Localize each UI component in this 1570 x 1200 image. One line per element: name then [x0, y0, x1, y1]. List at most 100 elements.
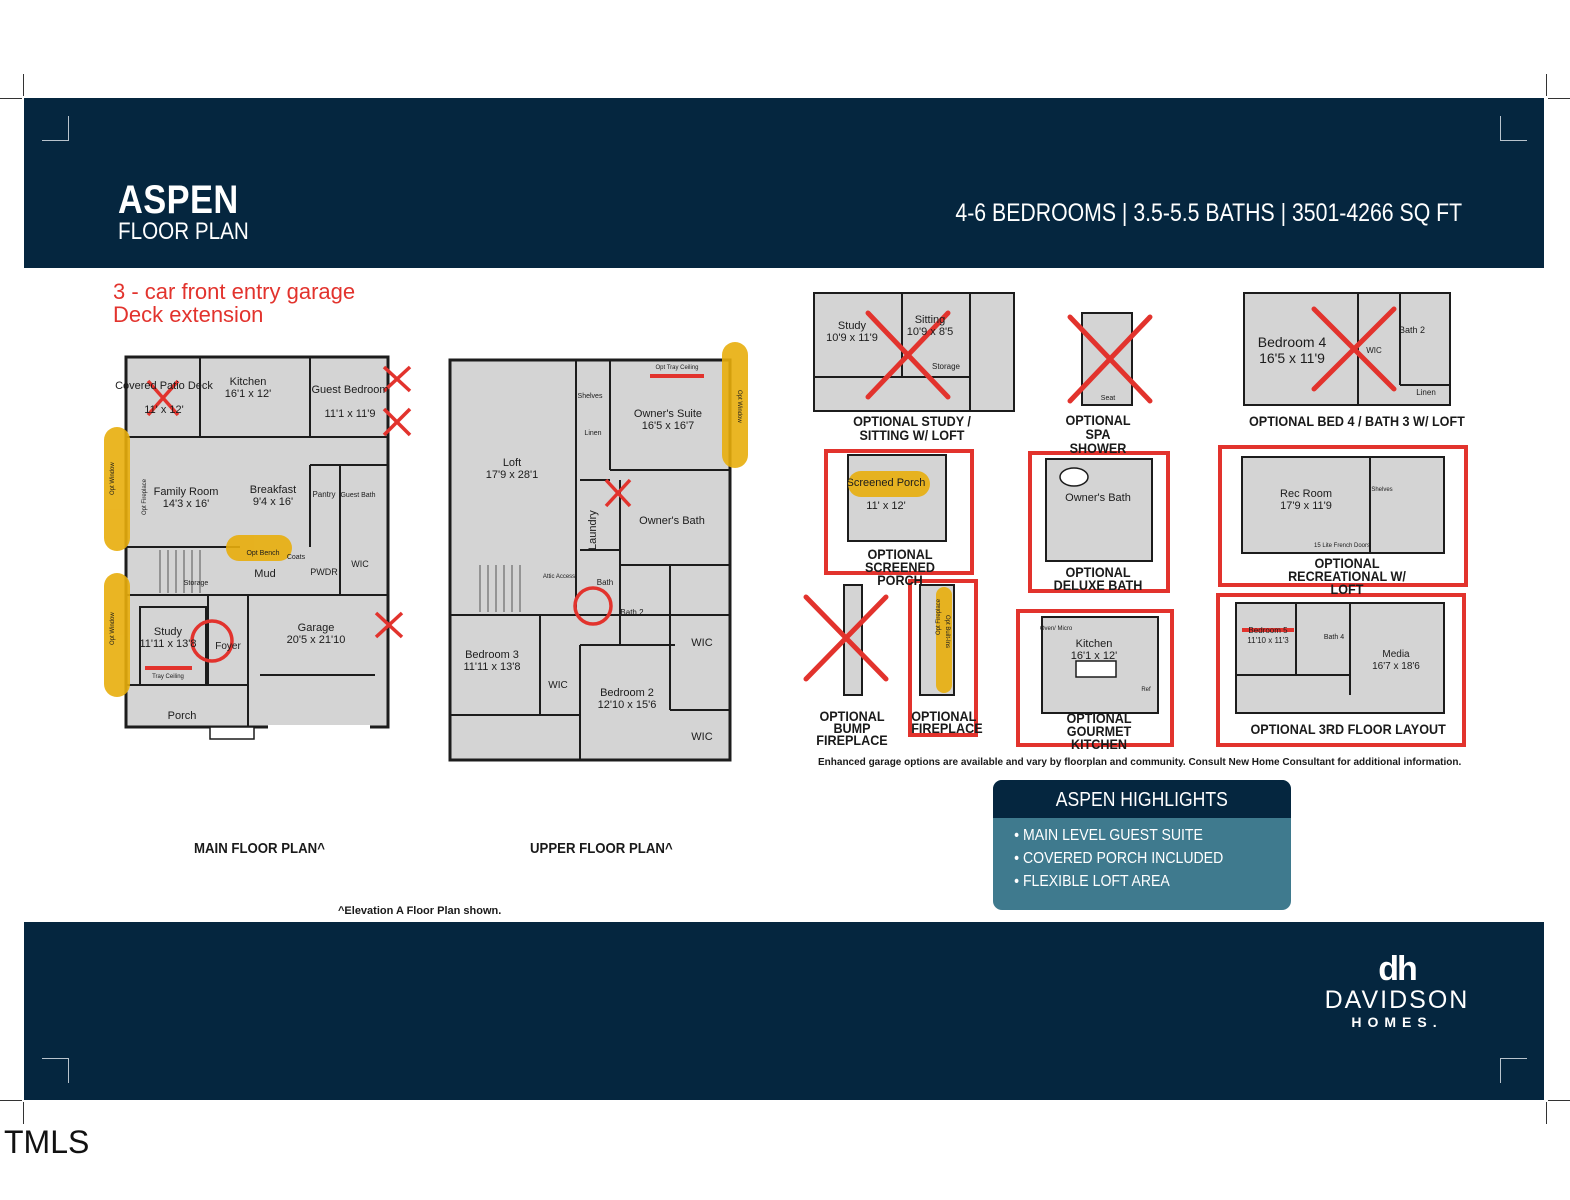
caption-study-sitting: OPTIONAL STUDY / SITTING W/ LOFT	[853, 413, 971, 443]
crop-mark	[23, 1102, 24, 1124]
room-study-dim: 11'11 x 13'8	[139, 638, 196, 650]
opt-french-doors: 15 Lite French Doors	[1314, 543, 1370, 549]
caption-third-floor: OPTIONAL 3RD FLOOR LAYOUT	[1250, 721, 1446, 737]
room-covered-patio: Covered Patio Deck	[115, 380, 213, 392]
elevation-note: ^Elevation A Floor Plan shown.	[338, 905, 502, 917]
opt-kitchen-dim: 16'1 x 12'	[1071, 650, 1117, 662]
room-mud: Mud	[254, 568, 275, 580]
room-coats: Coats	[287, 554, 306, 561]
room-pantry: Pantry	[312, 490, 335, 499]
opt-bath4: Bath 4	[1324, 634, 1344, 641]
room-guest-bath: Guest Bath	[340, 492, 375, 499]
caption-gourmet-kitchen: OPTIONAL GOURMET KITCHEN	[1066, 710, 1132, 752]
room-wic: WIC	[691, 637, 712, 649]
logo-mark: dh	[1378, 950, 1418, 988]
room-foyer: Foyer	[215, 641, 241, 652]
room-owners-bath: Owner's Bath	[639, 515, 705, 527]
highlights-box: ASPEN HIGHLIGHTS • MAIN LEVEL GUEST SUIT…	[993, 780, 1291, 910]
opt-rec-room-dim: 17'9 x 11'9	[1280, 500, 1332, 512]
caption-bump-fireplace: OPTIONAL BUMP FIREPLACE	[816, 708, 888, 748]
room-garage-dim: 20'5 x 21'10	[287, 634, 346, 646]
logo-sub: HOMES.	[1351, 1014, 1443, 1030]
crop-mark	[1548, 1100, 1570, 1101]
caption-deluxe-bath: OPTIONAL DELUXE BATH	[1053, 564, 1143, 593]
room-study: Study	[154, 626, 183, 638]
room-attic-access: Attic Access	[543, 574, 575, 580]
opt-ref: Ref	[1141, 687, 1151, 693]
note-deck: Deck extension	[113, 302, 264, 327]
davidson-logo: dh DAVIDSON HOMES.	[1312, 952, 1482, 1032]
room-storage: Storage	[184, 580, 209, 587]
page-subtitle: FLOOR PLAN	[118, 218, 249, 245]
room-guest-bedroom-dim: 11'1 x 11'9	[325, 408, 376, 420]
highlights-title: ASPEN HIGHLIGHTS	[993, 780, 1291, 818]
caption-bed4-bath3: OPTIONAL BED 4 / BATH 3 W/ LOFT	[1249, 413, 1465, 429]
opt-bench: Opt Bench	[246, 550, 279, 557]
opt-media-dim: 16'7 x 18'6	[1372, 661, 1420, 672]
opt-screened-dim: 11' x 12'	[866, 500, 905, 512]
room-linen: Linen	[584, 430, 601, 437]
caption-screened-porch: OPTIONAL SCREENED PORCH	[864, 546, 936, 588]
home-specs: 4-6 BEDROOMS | 3.5-5.5 BATHS | 3501-4266…	[955, 199, 1462, 227]
opt-screened-porch-label: Screened Porch	[847, 477, 926, 489]
highlight-item: • COVERED PORCH INCLUDED	[1014, 850, 1224, 867]
opt-bedroom5-dim: 11'10 x 11'3	[1247, 636, 1289, 645]
crop-mark	[0, 1100, 22, 1101]
room-owners-suite-dim: 16'5 x 16'7	[642, 420, 695, 432]
opt-fireplace-label: Opt Fireplace	[936, 598, 942, 635]
page-title: ASPEN	[118, 178, 239, 222]
opt-bedroom5: Bedroom 5	[1248, 626, 1288, 635]
opt-kitchen: Kitchen	[1076, 638, 1113, 650]
options-panel: Study 10'9 x 11'9 Sitting 10'9 x 8'5 Sto…	[803, 292, 1468, 747]
note-garage: 3 - car front entry garage	[113, 279, 356, 304]
watermark: TMLS	[4, 1124, 90, 1160]
room-breakfast: Breakfast	[250, 484, 296, 496]
opt-study: Study	[838, 320, 867, 332]
upper-floor-plan: Loft 17'9 x 28'1 Shelves Linen Owner's S…	[448, 342, 748, 762]
opt-oven-micro: Oven/ Micro	[1040, 626, 1073, 632]
opt-sitting: Sitting	[915, 314, 946, 326]
corner-mark	[1500, 1058, 1527, 1083]
room-loft: Loft	[503, 457, 521, 469]
crop-mark	[1546, 1102, 1547, 1124]
caption-recreational: OPTIONAL RECREATIONAL W/ LOFT	[1288, 555, 1406, 597]
opt-rec-room: Rec Room	[1280, 488, 1332, 500]
opt-media: Media	[1382, 649, 1410, 660]
room-wic: WIC	[691, 731, 712, 743]
room-wic: WIC	[351, 559, 369, 569]
opt-tray-label: Opt Tray Ceiling	[655, 365, 698, 371]
main-floor-caption: MAIN FLOOR PLAN^	[194, 840, 325, 857]
caption-spa-shower: OPTIONAL SPA SHOWER	[1065, 412, 1131, 456]
room-family: Family Room	[154, 486, 219, 498]
room-kitchen: Kitchen	[230, 376, 267, 388]
opt-linen: Linen	[1416, 388, 1436, 397]
opt-study-dim: 10'9 x 11'9	[826, 332, 878, 344]
room-loft-dim: 17'9 x 28'1	[486, 469, 539, 481]
header-band	[24, 98, 1544, 268]
crop-mark	[0, 98, 22, 99]
room-garage: Garage	[298, 622, 335, 634]
opt-bath2: Bath 2	[1399, 325, 1425, 335]
highlight-item: • MAIN LEVEL GUEST SUITE	[1014, 827, 1203, 844]
room-bedroom3: Bedroom 3	[465, 649, 519, 661]
opt-sitting-dim: 10'9 x 8'5	[907, 326, 953, 338]
opt-window-label: Opt Window	[110, 612, 116, 645]
corner-mark	[42, 1058, 69, 1083]
room-bedroom2: Bedroom 2	[600, 687, 654, 699]
opt-wic: WIC	[1366, 346, 1382, 355]
tray-ceiling-label: Tray Ceiling	[152, 674, 184, 680]
caption-fireplace: OPTIONAL FIREPLACE	[911, 708, 983, 736]
room-bath2: Bath 2	[620, 608, 644, 617]
opt-seat: Seat	[1101, 395, 1115, 402]
upper-floor-caption: UPPER FLOOR PLAN^	[530, 840, 673, 857]
room-laundry: Laundry	[587, 510, 599, 550]
room-kitchen-dim: 16'1 x 12'	[225, 388, 271, 400]
room-guest-bedroom: Guest Bedroom	[311, 384, 388, 396]
crop-mark	[1546, 74, 1547, 96]
room-pwdr: PWDR	[310, 567, 338, 577]
opt-built-ins: Opt Built-Ins	[944, 615, 950, 648]
opt-bedroom4-dim: 16'5 x 11'9	[1259, 350, 1325, 366]
opt-window-label: Opt Window	[736, 390, 742, 423]
corner-mark	[1500, 116, 1527, 141]
main-floor-plan: Covered Patio Deck 11' x 12' Kitchen 16'…	[104, 355, 412, 740]
